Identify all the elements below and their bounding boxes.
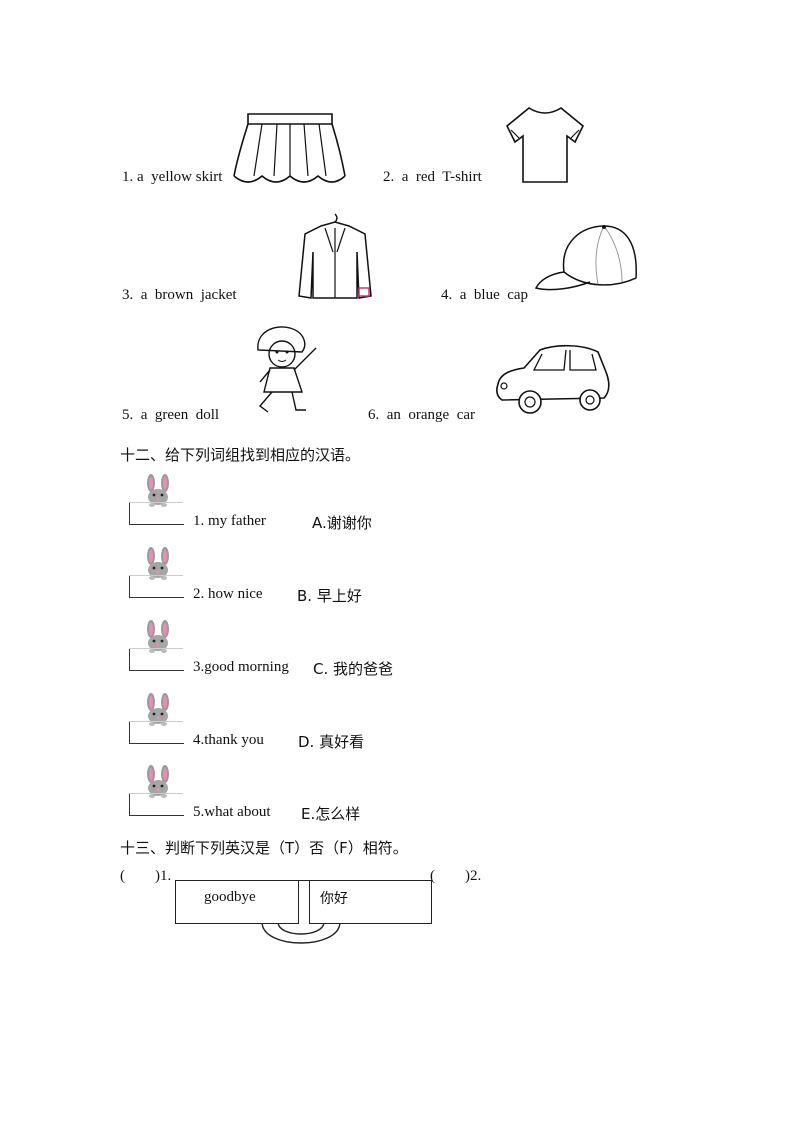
answer-slot[interactable]	[129, 721, 184, 744]
answer-slot[interactable]	[129, 502, 184, 525]
word-box-1-text: goodbye	[204, 889, 256, 905]
pair-english: 2. how nice	[193, 586, 263, 602]
section-12-heading: 十二、给下列词组找到相应的汉语。	[120, 446, 361, 464]
connector-handle	[261, 921, 341, 944]
answer-slot-top	[129, 721, 183, 722]
answer-slot[interactable]	[129, 793, 184, 816]
pair-english: 4.thank you	[193, 732, 264, 748]
car-icon	[496, 344, 610, 414]
section-13-heading: 十三、判断下列英汉是（T）否（F）相符。	[120, 839, 408, 857]
rabbit-icon	[147, 693, 169, 726]
doll-icon	[257, 326, 317, 413]
rabbit-icon	[147, 620, 169, 653]
word-box-2-text: 你好	[320, 891, 348, 907]
pair-english: 1. my father	[193, 513, 266, 529]
item-3-label: 3. a brown jacket	[122, 287, 237, 303]
item-2-label: 2. a red T-shirt	[383, 169, 482, 185]
answer-slot[interactable]	[129, 648, 184, 671]
pair-english: 3.good morning	[193, 659, 289, 675]
pair-english: 5.what about	[193, 804, 271, 820]
answer-slot[interactable]	[129, 575, 184, 598]
question-2-prefix: ( )2.	[430, 868, 482, 884]
rabbit-icon	[147, 547, 169, 580]
pair-chinese: B. 早上好	[297, 587, 362, 605]
item-4-label: 4. a blue cap	[441, 287, 529, 303]
item-5-label: 5. a green doll	[122, 407, 220, 423]
word-box-2: 你好	[309, 880, 432, 924]
answer-slot-top	[129, 648, 183, 649]
answer-slot-top	[129, 502, 183, 503]
pair-chinese: D. 真好看	[298, 733, 365, 751]
word-box-1: goodbye	[175, 880, 299, 924]
pair-chinese: E.怎么样	[301, 805, 361, 823]
skirt-icon	[233, 113, 346, 183]
item-6-label: 6. an orange car	[368, 407, 476, 423]
rabbit-icon	[147, 474, 169, 507]
rabbit-icon	[147, 765, 169, 798]
pair-chinese: A.谢谢你	[312, 514, 372, 532]
jacket-icon	[298, 213, 372, 299]
pair-chinese: C. 我的爸爸	[313, 660, 394, 678]
answer-slot-top	[129, 793, 183, 794]
item-1-label: 1. a yellow skirt	[122, 169, 223, 185]
answer-line-1	[178, 880, 430, 881]
question-1-prefix: ( )1.	[120, 868, 172, 884]
cap-icon	[534, 225, 637, 291]
answer-slot-top	[129, 575, 183, 576]
tshirt-icon	[505, 107, 585, 183]
